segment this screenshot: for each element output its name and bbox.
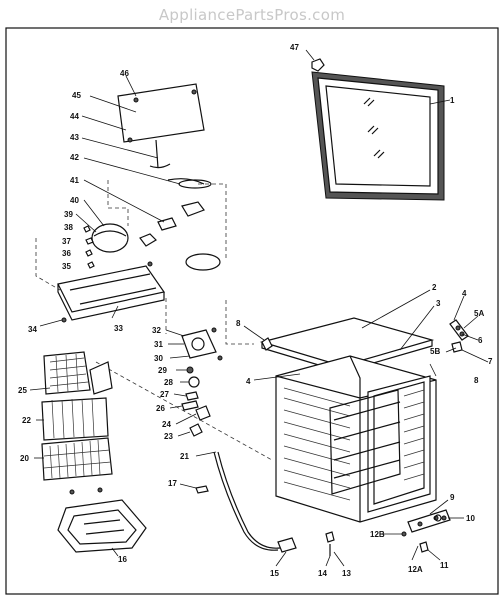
grille-part-22: [36, 397, 109, 441]
callout-6: 6: [478, 336, 483, 345]
callout-20: 20: [20, 454, 29, 463]
routing-line: [95, 361, 273, 461]
callout-36: 36: [62, 249, 71, 258]
hinge-assembly-part-4-7: [445, 295, 489, 363]
callout-14: 14: [318, 569, 327, 578]
callout-47: 47: [290, 43, 299, 52]
power-cord-part-15-21: [195, 451, 297, 567]
callout-33: 33: [114, 324, 123, 333]
callout-21: 21: [180, 452, 189, 461]
callout-13: 13: [342, 569, 351, 578]
ice-tray-part-25: [29, 351, 113, 395]
diagram-border: [5, 27, 499, 595]
callout-16: 16: [118, 555, 127, 564]
callout-40: 40: [70, 196, 79, 205]
callout-17: 17: [168, 479, 177, 488]
routing-line: [198, 183, 227, 260]
callout-34: 34: [28, 325, 37, 334]
callout-35: 35: [62, 262, 71, 271]
routing-line: [107, 180, 129, 226]
callout-5B: 5B: [430, 347, 440, 356]
callout-30: 30: [154, 354, 163, 363]
routing-line: [35, 238, 61, 291]
callout-8: 8: [474, 376, 479, 385]
callout-45: 45: [72, 91, 81, 100]
callout-3: 3: [436, 299, 441, 308]
door-panel-part-1: [311, 71, 451, 201]
relay-part-41: [83, 179, 205, 231]
callout-28: 28: [164, 378, 173, 387]
callout-5A: 5A: [474, 309, 484, 318]
base-pan-part-33: [39, 261, 166, 327]
connector-part-17: [179, 483, 209, 494]
bottom-hinge-part-9-12: [380, 499, 464, 561]
callout-31: 31: [154, 340, 163, 349]
callout-41: 41: [70, 176, 79, 185]
callout-12B: 12B: [370, 530, 385, 539]
small-components-part-23-29: [169, 366, 211, 437]
wire-rack-part-20: [34, 437, 113, 481]
callout-8: 8: [236, 319, 241, 328]
callout-22: 22: [22, 416, 31, 425]
cabinet-body: [243, 289, 437, 523]
callout-7: 7: [488, 357, 493, 366]
routing-line: [225, 300, 254, 345]
callout-labels: 1 2 3 4 4 5A 5B 6 7 8 8 9 10 11 12A 12B …: [18, 43, 493, 578]
callout-44: 44: [70, 112, 79, 121]
callout-43: 43: [70, 133, 79, 142]
knob-part-47: [305, 49, 325, 72]
callout-2: 2: [432, 283, 437, 292]
callout-32: 32: [152, 326, 161, 335]
callout-23: 23: [164, 432, 173, 441]
callout-37: 37: [62, 237, 71, 246]
callout-39: 39: [64, 210, 73, 219]
callout-26: 26: [156, 404, 165, 413]
callout-9: 9: [450, 493, 455, 502]
gasket-ring: [185, 253, 221, 271]
callout-38: 38: [64, 223, 73, 232]
callout-25: 25: [18, 386, 27, 395]
callout-4: 4: [246, 377, 251, 386]
wire-harness-part-42-43: [83, 157, 212, 189]
foot-part-13-14: [325, 531, 345, 567]
rear-cover-part-44-46: [81, 75, 205, 185]
callout-29: 29: [158, 366, 167, 375]
callout-15: 15: [270, 569, 279, 578]
drain-tray-part-16: [57, 487, 147, 557]
callout-11: 11: [440, 561, 449, 570]
callout-42: 42: [70, 153, 79, 162]
callout-12A: 12A: [408, 565, 423, 574]
watermark: AppliancePartsPros.com: [158, 6, 346, 24]
callout-27: 27: [160, 390, 169, 399]
callout-10: 10: [466, 514, 475, 523]
compressor-part-39-40: [75, 199, 221, 271]
callout-46: 46: [120, 69, 129, 78]
callout-24: 24: [162, 420, 171, 429]
fasteners-part-35-38: [83, 225, 95, 269]
callout-4: 4: [462, 289, 467, 298]
callout-1: 1: [450, 96, 455, 105]
thermostat-part-30-32: [165, 327, 223, 361]
